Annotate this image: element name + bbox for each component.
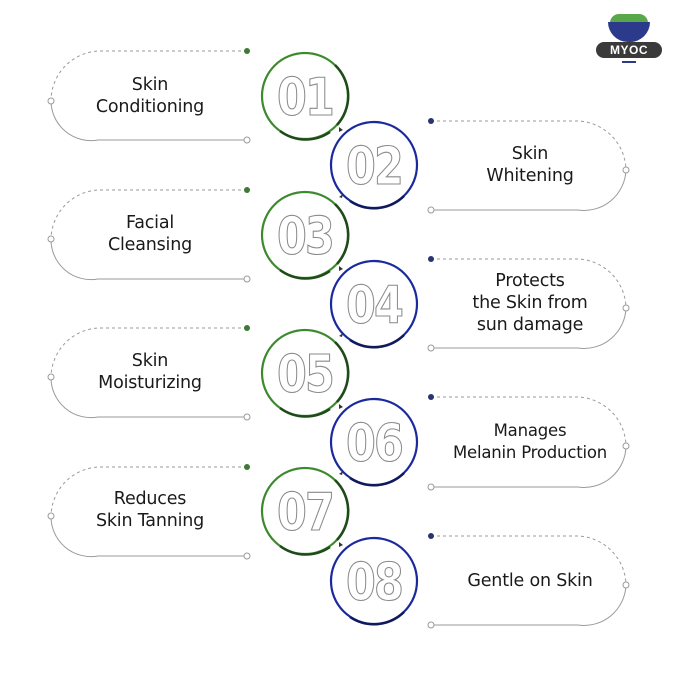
label-line: Cleansing <box>107 235 193 255</box>
logo-underline <box>622 61 636 63</box>
svg-text:07: 07 <box>277 483 333 543</box>
circle-02: 02 <box>329 120 419 210</box>
benefit-label-07: Reduces Skin Tanning <box>70 488 230 532</box>
circle-05: 05 <box>260 328 350 418</box>
label-line: Skin <box>511 144 549 164</box>
circle-03: 03 <box>260 190 350 280</box>
label-line: Gentle on Skin <box>467 571 593 591</box>
svg-text:06: 06 <box>346 414 402 474</box>
label-line: Skin Tanning <box>95 511 205 531</box>
label-line: Reduces <box>113 489 187 509</box>
bowl-icon <box>608 22 650 42</box>
svg-text:02: 02 <box>346 137 402 197</box>
benefit-label-08: Gentle on Skin <box>440 570 620 592</box>
label-line: Skin <box>131 351 169 371</box>
pill-03 <box>47 187 251 283</box>
circle-08: 08 <box>329 536 419 626</box>
benefit-label-03: Facial Cleansing <box>70 212 230 256</box>
svg-text:03: 03 <box>277 207 333 267</box>
svg-text:05: 05 <box>277 345 333 405</box>
pill-01 <box>47 48 251 144</box>
circle-06: 06 <box>329 397 419 487</box>
label-line: the Skin from <box>472 293 588 313</box>
label-line: Protects <box>495 271 565 291</box>
label-line: Manages <box>493 421 567 440</box>
pill-08 <box>427 533 630 629</box>
benefit-label-05: Skin Moisturizing <box>70 350 230 394</box>
benefit-label-06: Manages Melanin Production <box>430 420 630 464</box>
myoc-logo: MYOC <box>594 8 666 63</box>
circle-07: 07 <box>260 466 350 556</box>
circle-04: 04 <box>329 259 419 349</box>
label-line: Conditioning <box>95 97 205 117</box>
benefit-label-01: Skin Conditioning <box>70 74 230 118</box>
svg-text:01: 01 <box>277 68 333 128</box>
pill-07 <box>47 464 251 560</box>
benefit-label-02: Skin Whitening <box>445 143 615 187</box>
svg-text:04: 04 <box>346 276 402 336</box>
label-line: sun damage <box>476 315 584 335</box>
label-line: Moisturizing <box>98 373 202 393</box>
label-line: Skin <box>131 75 169 95</box>
circle-01: 01 <box>260 51 350 141</box>
label-line: Facial <box>125 213 175 233</box>
benefit-label-04: Protects the Skin from sun damage <box>440 270 620 336</box>
pill-06 <box>427 394 630 491</box>
logo-text: MYOC <box>596 42 662 58</box>
pill-04 <box>427 256 630 352</box>
label-line: Whitening <box>486 166 574 186</box>
svg-text:08: 08 <box>346 553 402 613</box>
connector-arrows <box>339 127 343 547</box>
label-line: Melanin Production <box>452 443 607 462</box>
pill-02 <box>427 118 630 214</box>
pill-05 <box>47 325 251 421</box>
